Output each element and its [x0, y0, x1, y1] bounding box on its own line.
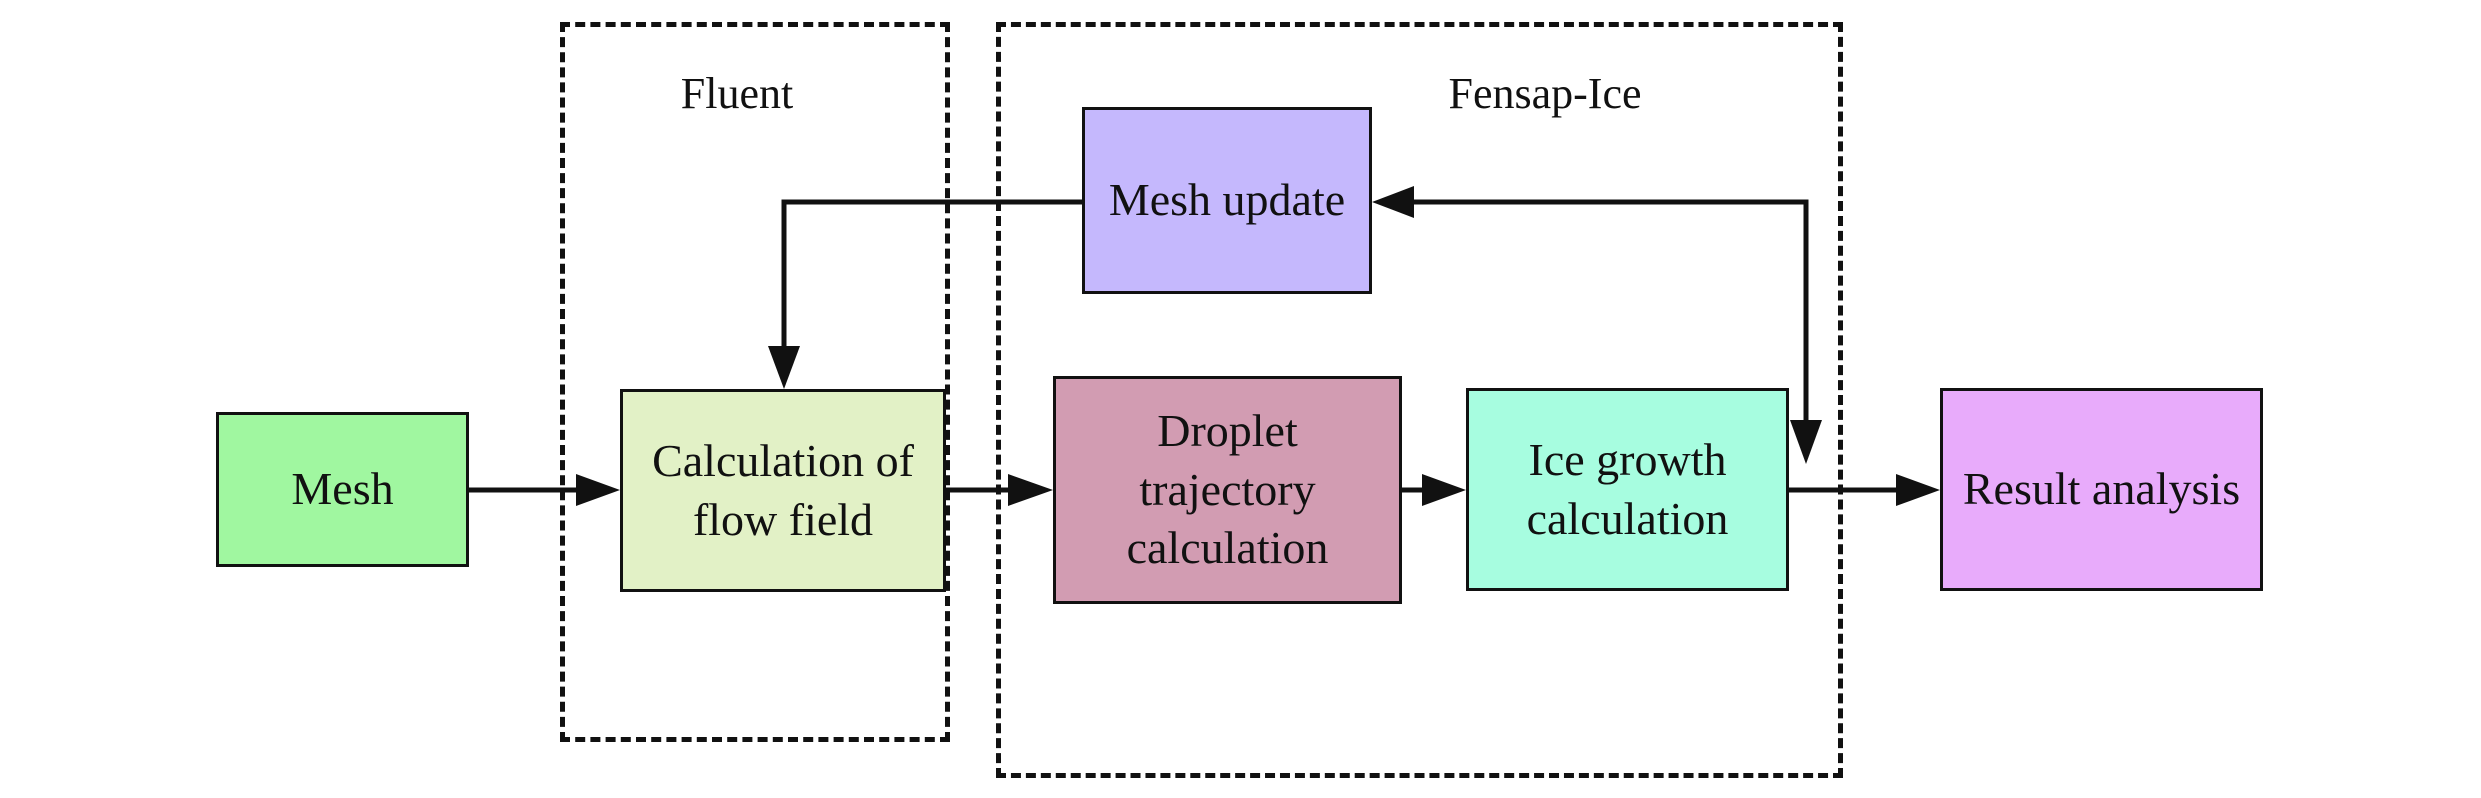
result-analysis-box: Result analysis [1940, 388, 2263, 591]
droplet-trajectory-box: Droplet trajectory calculation [1053, 376, 1402, 604]
result-analysis-box-label: Result analysis [1962, 463, 2241, 515]
mesh-box-label: Mesh [291, 463, 394, 515]
mesh-update-box: Mesh update [1082, 107, 1372, 294]
ice-growth-box: Ice growth calculation [1466, 388, 1789, 591]
flow-field-box: Calculation of flow field [620, 389, 946, 592]
fensap-ice-group-frame [996, 22, 1843, 778]
arrowhead-result-input [1896, 474, 1940, 506]
fensap-ice-group-label: Fensap-Ice [1448, 69, 1642, 118]
flow-field-box-label: Calculation of flow field [652, 435, 914, 545]
mesh-update-box-label: Mesh update [1108, 174, 1346, 226]
ice-growth-box-label: Ice growth calculation [1526, 434, 1729, 544]
fluent-group-label: Fluent [680, 69, 794, 118]
droplet-trajectory-box-label: Droplet trajectory calculation [1126, 405, 1329, 574]
fluent-group-frame [560, 22, 950, 742]
mesh-box: Mesh [216, 412, 469, 567]
